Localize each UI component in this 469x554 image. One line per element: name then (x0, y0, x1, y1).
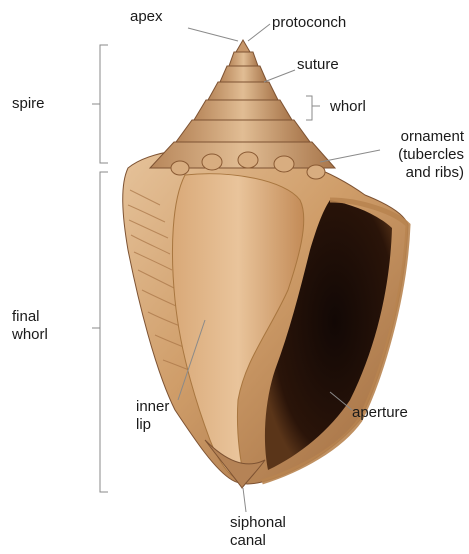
label-siphonal-canal: siphonal canal (230, 514, 286, 550)
label-protoconch: protoconch (272, 14, 346, 32)
label-apex: apex (130, 8, 163, 26)
label-aperture: aperture (352, 404, 408, 422)
label-suture: suture (297, 56, 339, 74)
label-inner-lip: inner lip (136, 398, 169, 434)
label-final-whorl: final whorl (12, 308, 48, 344)
label-ornament: ornament (tubercles and ribs) (368, 128, 464, 182)
label-spire: spire (12, 95, 45, 113)
label-whorl: whorl (330, 98, 366, 116)
